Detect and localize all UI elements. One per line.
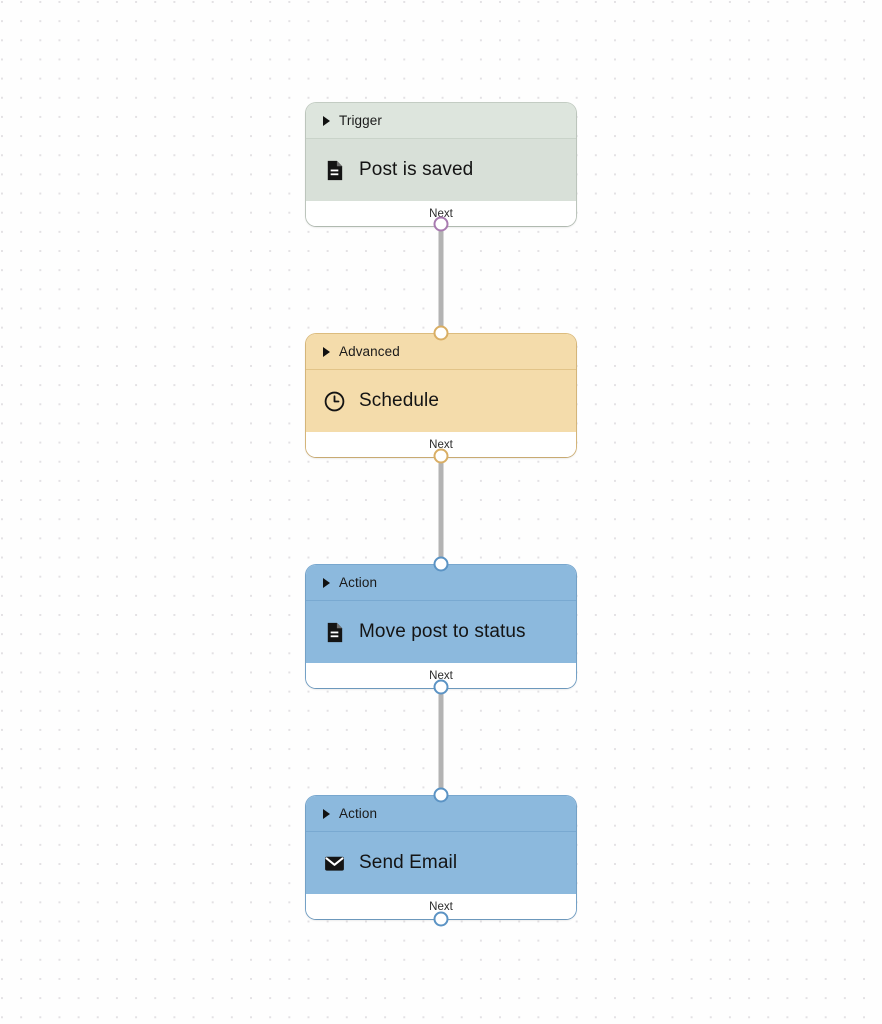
chevron-right-icon[interactable] xyxy=(323,808,330,819)
node-footer-label: Next xyxy=(429,438,453,451)
envelope-icon xyxy=(323,852,346,875)
node-category-label: Action xyxy=(339,806,378,821)
chevron-right-icon[interactable] xyxy=(323,115,330,126)
workflow-node-advanced[interactable]: Advanced Schedule Next xyxy=(306,334,576,457)
node-body-advanced[interactable]: Schedule xyxy=(306,370,576,432)
node-body-trigger[interactable]: Post is saved xyxy=(306,139,576,201)
handle-advanced-input[interactable] xyxy=(433,325,449,341)
node-footer-label: Next xyxy=(429,669,453,682)
workflow-node-trigger[interactable]: Trigger Post is saved Next xyxy=(306,103,576,226)
handle-action-move-post-output[interactable] xyxy=(433,679,449,695)
node-category-label: Action xyxy=(339,575,378,590)
handle-advanced-output[interactable] xyxy=(433,448,449,464)
node-category-label: Trigger xyxy=(339,113,382,128)
node-header-trigger[interactable]: Trigger xyxy=(306,103,576,139)
node-body-action-send-email[interactable]: Send Email xyxy=(306,832,576,894)
handle-action-send-email-output[interactable] xyxy=(433,911,449,927)
handle-action-move-post-input[interactable] xyxy=(433,556,449,572)
chevron-right-icon[interactable] xyxy=(323,577,330,588)
node-title-advanced: Schedule xyxy=(359,390,440,411)
handle-action-send-email-input[interactable] xyxy=(433,787,449,803)
workflow-node-action-send-email[interactable]: Action Send Email Next xyxy=(306,796,576,919)
handle-trigger-output[interactable] xyxy=(433,216,449,232)
node-title-trigger: Post is saved xyxy=(359,159,474,180)
node-category-label: Advanced xyxy=(339,344,400,359)
chevron-right-icon[interactable] xyxy=(323,346,330,357)
node-footer-label: Next xyxy=(429,207,453,220)
node-body-action-move-post[interactable]: Move post to status xyxy=(306,601,576,663)
node-title-action-move-post: Move post to status xyxy=(359,621,526,642)
document-icon xyxy=(323,159,346,182)
node-title-action-send-email: Send Email xyxy=(359,852,458,873)
clock-icon xyxy=(323,390,346,413)
node-footer-label: Next xyxy=(429,900,453,913)
document-icon xyxy=(323,621,346,644)
workflow-node-action-move-post[interactable]: Action Move post to status Next xyxy=(306,565,576,688)
